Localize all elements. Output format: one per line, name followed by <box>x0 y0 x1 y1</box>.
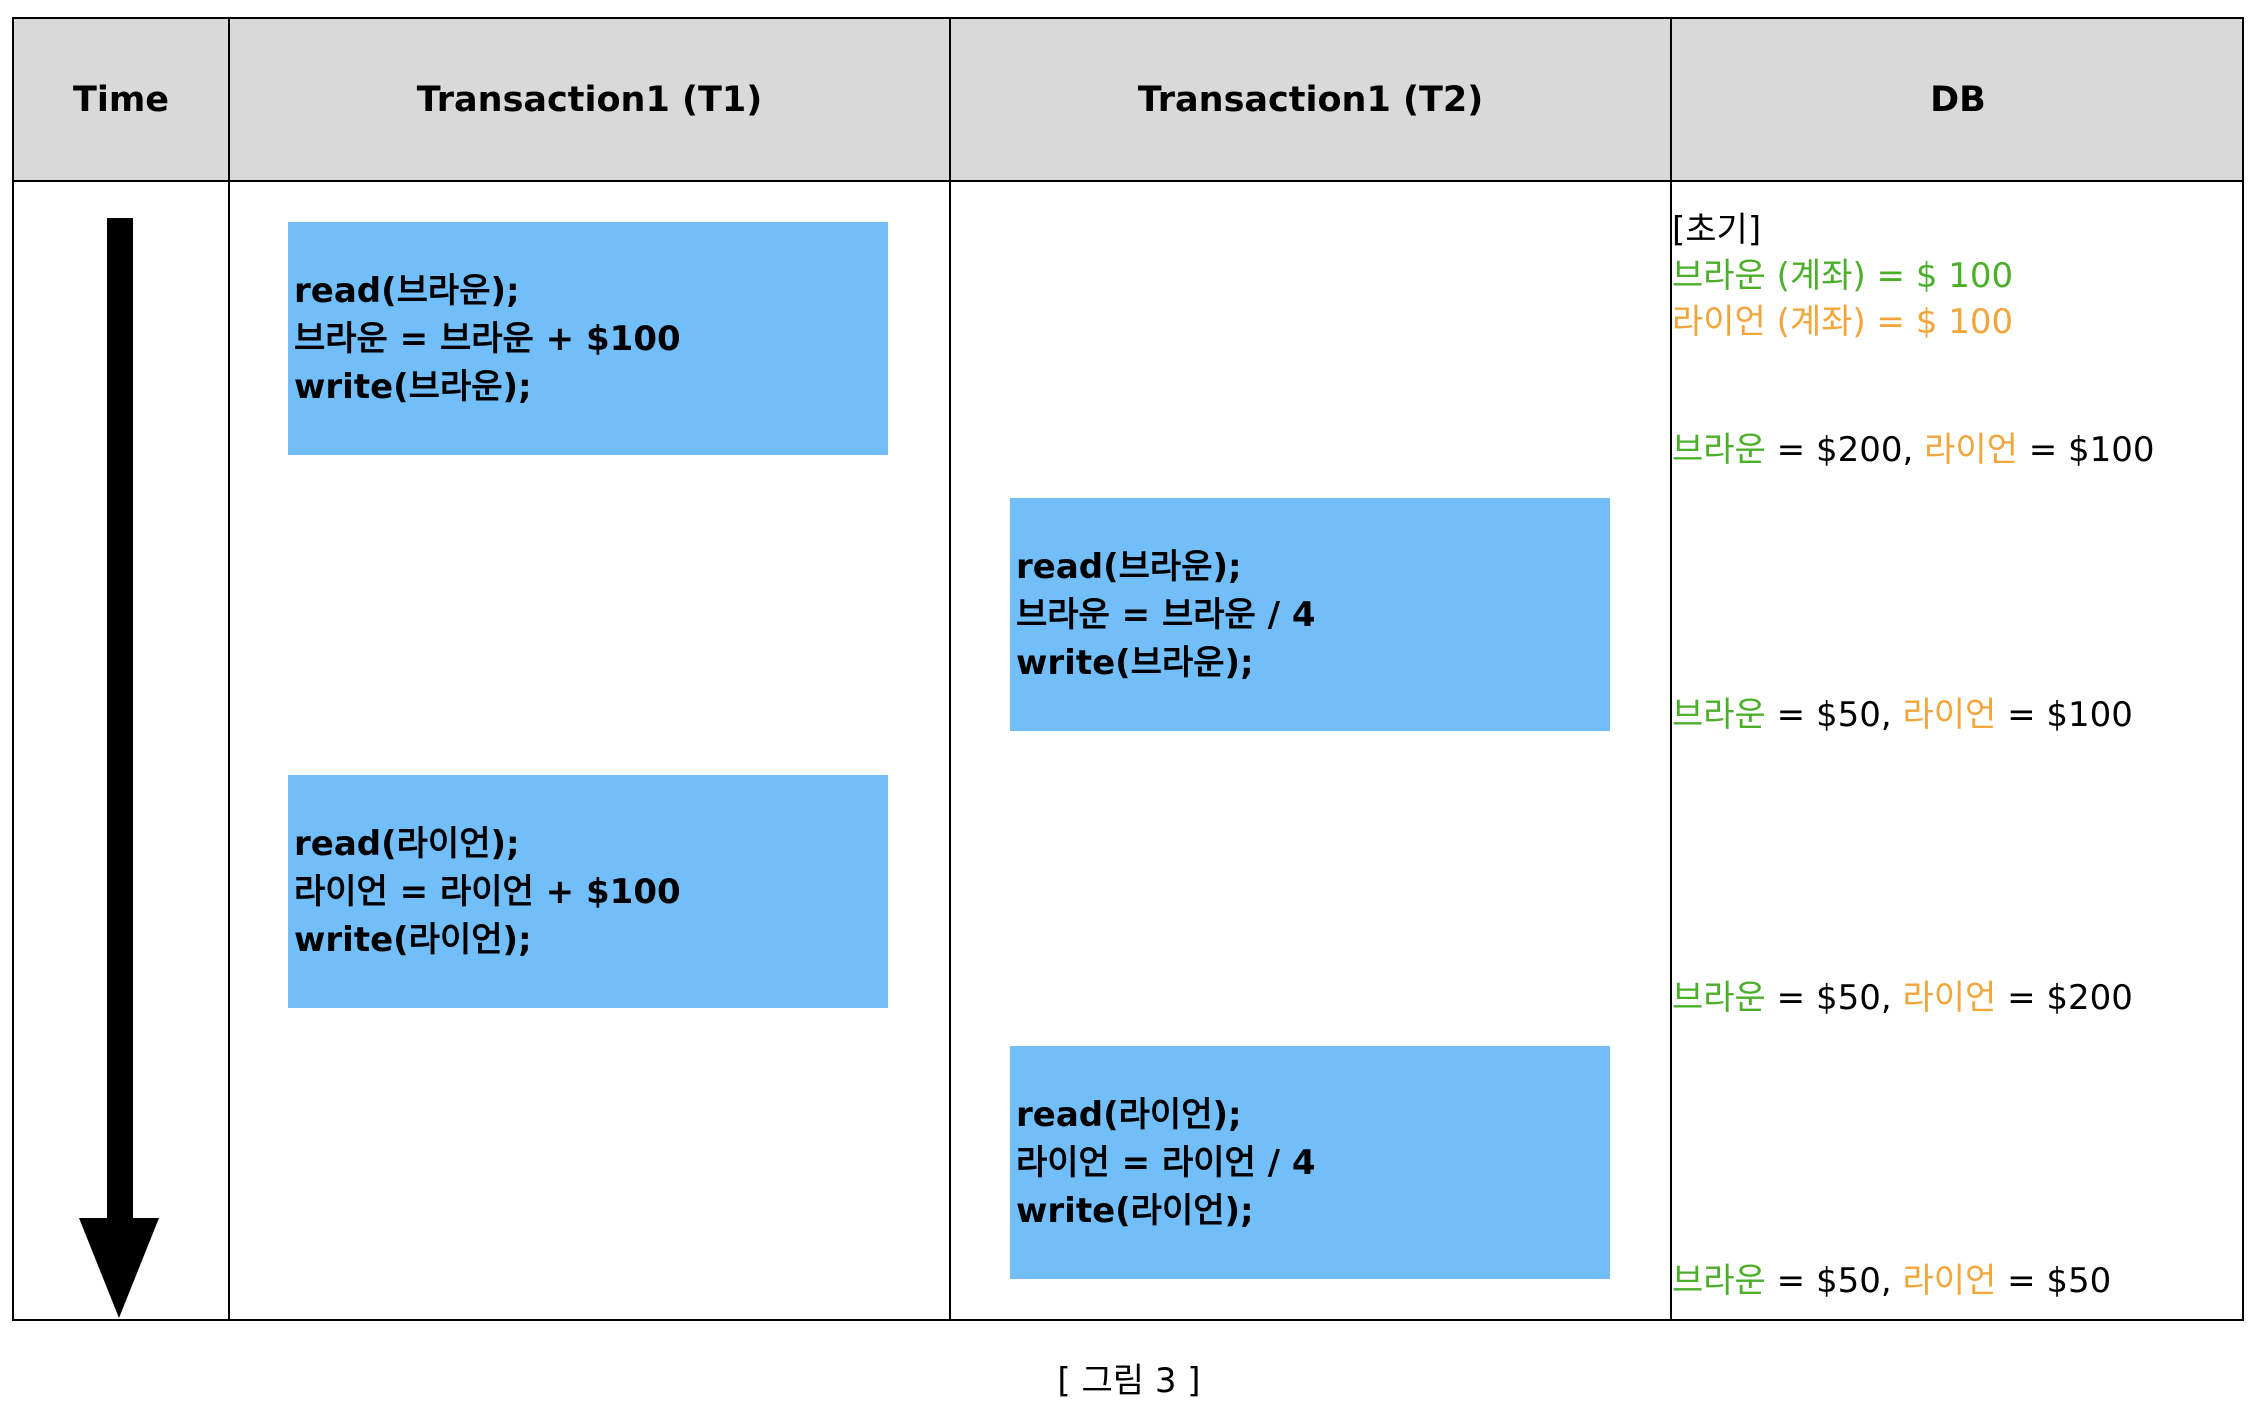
code-line: read(브라운); <box>1016 546 1242 587</box>
header-transaction-t1: Transaction1 (T1) <box>416 79 763 120</box>
db-state: 브라운 = $50, 라이언 = $50 <box>1672 1258 2111 1304</box>
t1-block-brown: read(브라운); 브라운 = 브라운 + $100 write(브라운); <box>288 222 888 455</box>
ryan-value: = $200 <box>1996 978 2133 1018</box>
code-line: 브라운 = 브라운 / 4 <box>1016 594 1316 635</box>
t2-block-brown: read(브라운); 브라운 = 브라운 / 4 write(브라운); <box>1010 498 1610 731</box>
column-divider <box>1670 19 1672 1319</box>
ryan-value: = $100 <box>2017 430 2155 470</box>
ryan-name: 라이언 <box>1902 1261 1997 1301</box>
ryan-value: = $100 <box>1996 695 2133 735</box>
header-db: DB <box>1930 79 1986 120</box>
ryan-name: 라이언 <box>1924 430 2018 470</box>
code-line: write(라이언); <box>1016 1190 1254 1231</box>
code-line: write(라이언); <box>294 919 532 960</box>
db-initial-brown: 브라운 (계좌) = $ 100 <box>1672 256 2014 296</box>
db-state: 브라운 = $200, 라이언 = $100 <box>1672 427 2155 473</box>
ryan-name: 라이언 <box>1902 695 1997 735</box>
column-divider <box>228 19 230 1319</box>
code-line: write(브라운); <box>1016 642 1254 683</box>
code-line: 브라운 = 브라운 + $100 <box>294 318 681 359</box>
brown-value: = $200, <box>1765 430 1925 470</box>
code-line: 라이언 = 라이언 + $100 <box>294 871 681 912</box>
ryan-name: 라이언 <box>1902 978 1997 1018</box>
schedule-table: Time Transaction1 (T1) Transaction1 (T2)… <box>12 17 2244 1321</box>
code-line: read(브라운); <box>294 270 520 311</box>
table-header <box>14 19 2242 182</box>
t2-block-ryan: read(라이언); 라이언 = 라이언 / 4 write(라이언); <box>1010 1046 1610 1279</box>
header-time: Time <box>72 79 170 120</box>
brown-name: 브라운 <box>1672 695 1766 735</box>
ryan-value: = $50 <box>1996 1261 2112 1301</box>
figure-caption: [ 그림 3 ] <box>1057 1361 1201 1401</box>
db-initial-ryan: 라이언 (계좌) = $ 100 <box>1672 302 2014 342</box>
time-arrow-shaft <box>107 218 133 1228</box>
time-arrow-head <box>79 1218 159 1318</box>
brown-value: = $50, <box>1765 1261 1903 1301</box>
brown-name: 브라운 <box>1672 978 1766 1018</box>
time-arrow <box>79 218 159 1318</box>
brown-name: 브라운 <box>1672 1261 1766 1301</box>
code-line: write(브라운); <box>294 366 532 407</box>
t1-block-ryan: read(라이언); 라이언 = 라이언 + $100 write(라이언); <box>288 775 888 1008</box>
code-line: 라이언 = 라이언 / 4 <box>1016 1142 1316 1183</box>
brown-name: 브라운 <box>1672 430 1766 470</box>
db-state: 브라운 = $50, 라이언 = $100 <box>1672 692 2133 738</box>
brown-value: = $50, <box>1765 978 1903 1018</box>
column-divider <box>949 19 951 1319</box>
code-line: read(라이언); <box>294 823 520 864</box>
db-state: 브라운 = $50, 라이언 = $200 <box>1672 975 2133 1021</box>
db-initial-label: [초기] <box>1672 210 1762 250</box>
code-line: read(라이언); <box>1016 1094 1242 1135</box>
brown-value: = $50, <box>1765 695 1903 735</box>
header-transaction-t2: Transaction1 (T2) <box>1137 79 1484 120</box>
